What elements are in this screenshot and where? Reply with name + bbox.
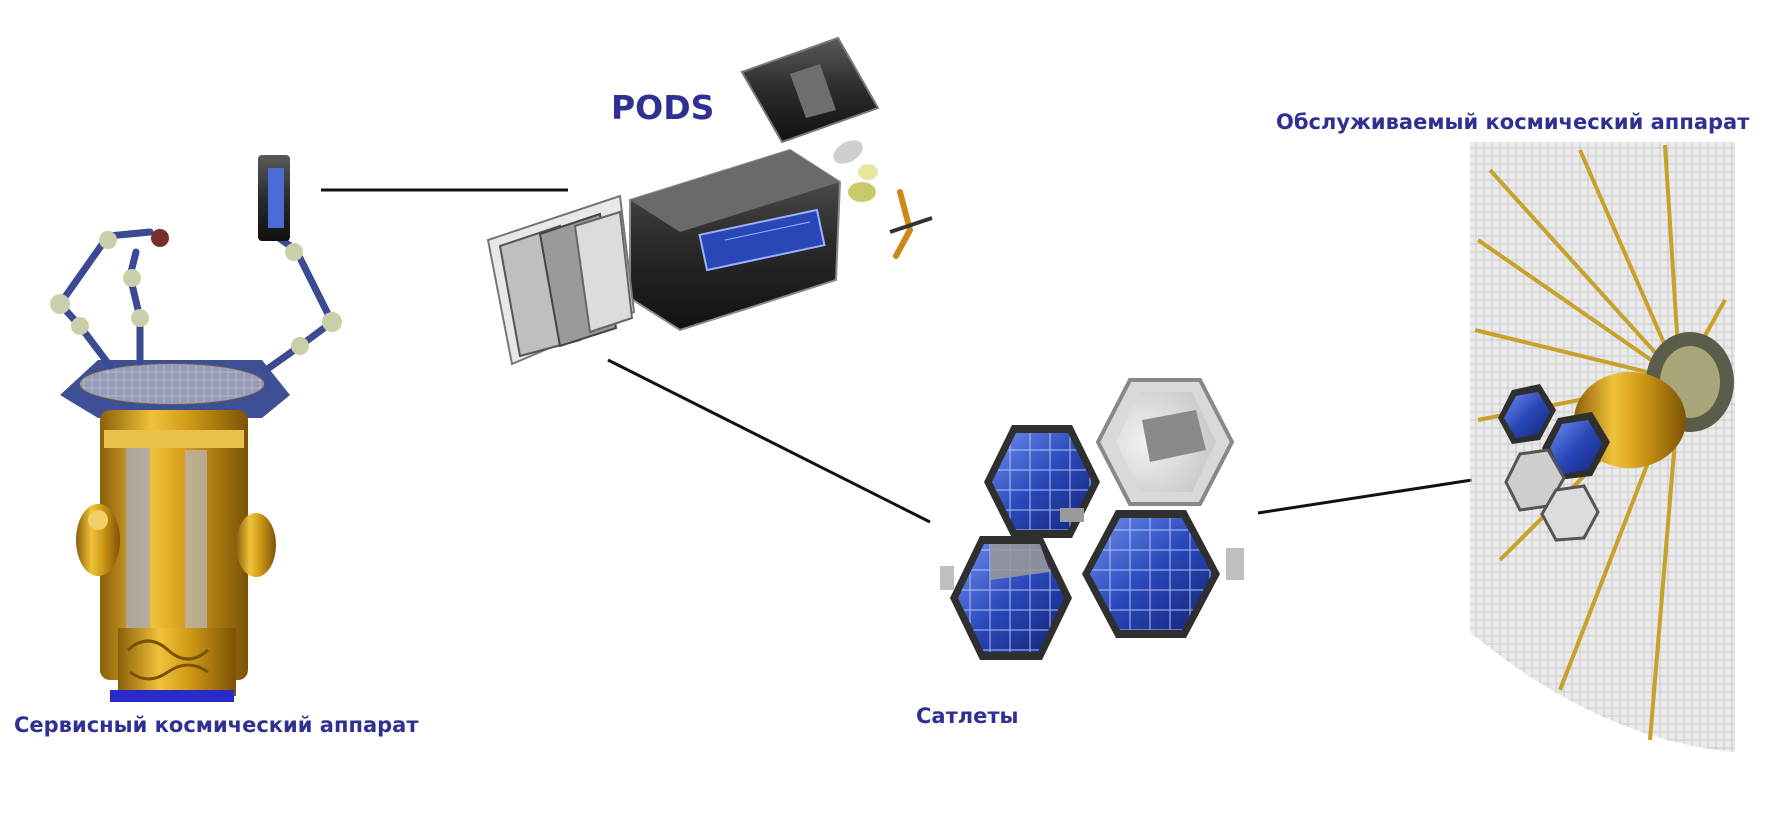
serviced-spacecraft-illustration — [1470, 142, 1735, 752]
servicing-spacecraft-illustration — [50, 155, 342, 702]
serviced-spacecraft-label: Обслуживаемый космический аппарат — [1276, 110, 1750, 134]
satlets-label: Сатлеты — [916, 704, 1019, 728]
connector-satlets-to-serviced — [1257, 478, 1473, 515]
servicing-spacecraft-label: Сервисный космический аппарат — [14, 713, 419, 737]
pods-illustration — [486, 36, 933, 366]
connector-pods-to-satlets — [607, 358, 931, 524]
satlets-illustration — [940, 378, 1244, 660]
pods-label: PODS — [611, 88, 715, 127]
